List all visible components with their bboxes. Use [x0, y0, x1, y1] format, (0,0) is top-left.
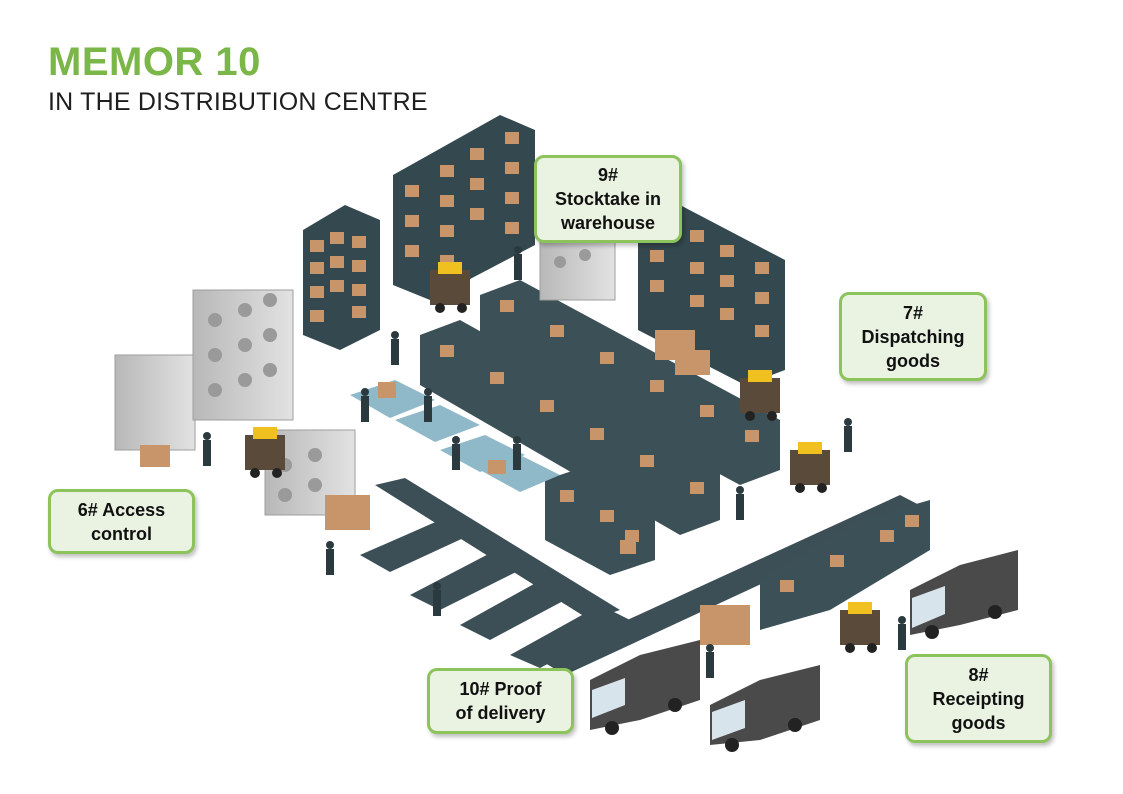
callout-number: 8#: [968, 664, 989, 685]
trucks: [590, 550, 1018, 752]
callout-receipting: 8# Receipting goods: [905, 654, 1052, 743]
callout-label: warehouse: [560, 213, 656, 233]
callout-label: 6# Access: [77, 499, 166, 520]
page-title: MEMOR 10: [48, 40, 261, 84]
callout-proof-of-delivery: 10# Proof of delivery: [427, 668, 574, 734]
shelving-rows: [420, 280, 930, 630]
callout-dispatching: 7# Dispatching goods: [839, 292, 987, 381]
callout-label: Stocktake in: [554, 189, 662, 209]
callout-label: Receipting: [932, 688, 1025, 709]
shelf-tower-left: [303, 205, 380, 350]
callout-label: goods: [951, 712, 1006, 733]
callout-label: Dispatching: [861, 326, 965, 347]
callout-label: goods: [886, 350, 940, 371]
callout-label: 10# Proof: [459, 679, 542, 699]
callout-label: of delivery: [455, 703, 546, 723]
callout-access-control: 6# Access control: [48, 489, 195, 554]
callout-stocktake: 9# Stocktake in warehouse: [534, 155, 682, 243]
callout-number: 9#: [597, 165, 619, 185]
callout-label: control: [91, 523, 152, 544]
workers: [203, 246, 906, 678]
shelf-tower-center: [393, 115, 535, 300]
box-piles: [140, 330, 750, 645]
forklifts: [245, 262, 880, 653]
page-subtitle: IN THE DISTRIBUTION CENTRE: [48, 88, 428, 116]
callout-number: 7#: [902, 302, 924, 323]
